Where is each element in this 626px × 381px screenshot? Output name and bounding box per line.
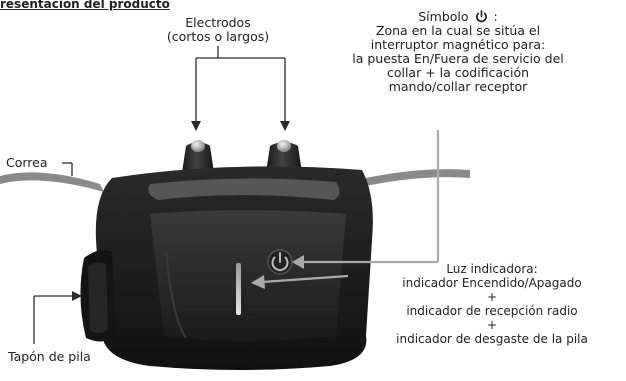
symbol-heading: Símbolo : [300, 10, 616, 24]
power-icon [475, 10, 487, 23]
indicator-line-3: + [486, 290, 498, 304]
symbol-line-4: collar + la codificación [386, 65, 530, 80]
symbol-line-1: Zona en la cual se sitúa el [375, 23, 541, 38]
label-symbol: Símbolo : Zona en la cual se sitúa el in… [300, 10, 616, 94]
symbol-suffix: : [493, 9, 498, 24]
symbol-prefix: Símbolo [418, 9, 469, 24]
section-title: resentación del producto [0, 0, 170, 11]
leader-strap [62, 162, 73, 176]
strap [0, 169, 470, 192]
indicator-line-4: indicador de recepción radio [406, 304, 578, 318]
leader-battery [33, 291, 82, 344]
label-indicator: Luz indicadora: indicador Encendido/Apag… [358, 262, 626, 346]
indicator-led [236, 263, 241, 315]
leader-electrodes [191, 46, 290, 131]
symbol-line-2: interruptor magnético para: [370, 37, 546, 52]
electrodes-line-2: (cortos o largos) [166, 29, 270, 44]
symbol-line-5: mando/collar receptor [388, 79, 528, 94]
device-power-button [267, 249, 293, 275]
label-strap: Correa [6, 155, 48, 170]
indicator-line-5: + [486, 318, 498, 332]
indicator-line-1: Luz indicadora: [446, 262, 538, 276]
indicator-line-6: indicador de desgaste de la pila [396, 332, 588, 346]
symbol-line-3: la puesta En/Fuera de servicio del [352, 51, 564, 66]
device-body [95, 166, 373, 370]
label-electrodes: Electrodos (cortos o largos) [148, 16, 288, 44]
leader-indicator [251, 274, 349, 289]
battery-cap [80, 250, 116, 342]
electrodes-line-1: Electrodos [185, 15, 251, 30]
leader-symbol [292, 130, 440, 269]
label-battery-cap: Tapón de pila [8, 349, 91, 364]
indicator-line-2: indicador Encendido/Apagado [402, 276, 582, 290]
